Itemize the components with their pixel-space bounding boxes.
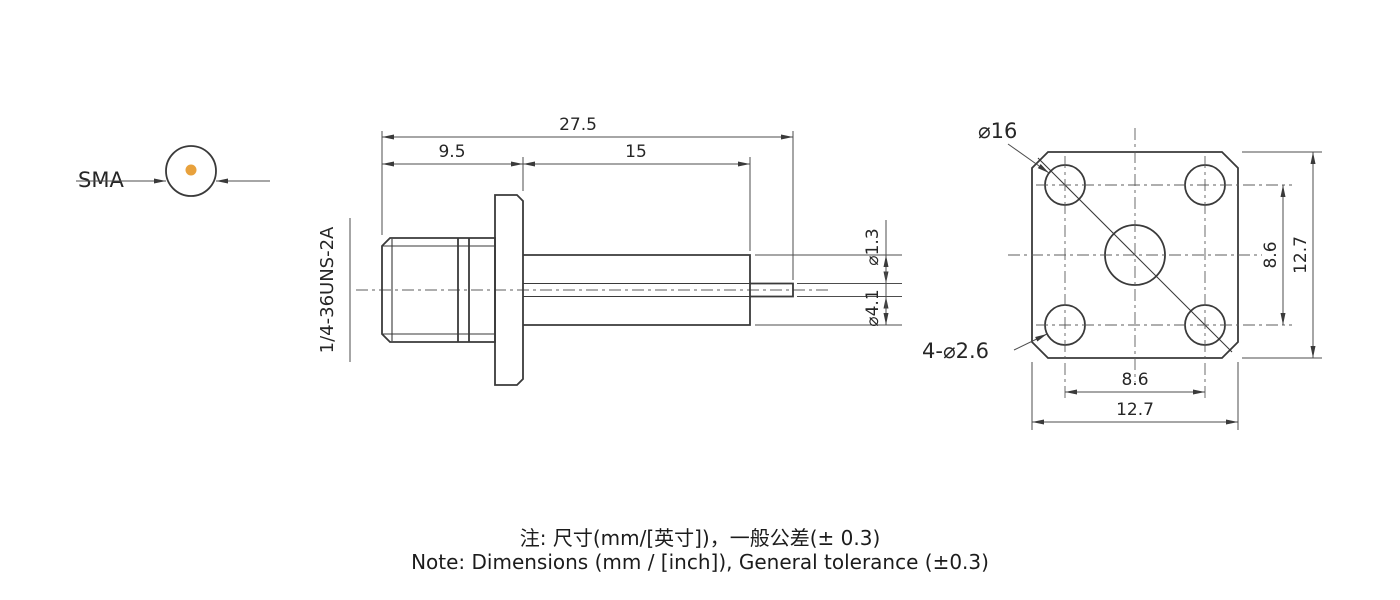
dim-body-diameter: ⌀4.1 xyxy=(863,289,883,326)
coax-center-dot xyxy=(185,164,197,176)
barrel-outline xyxy=(523,254,751,326)
dim-hole-spacing-vertical: 8.6 xyxy=(1261,241,1281,268)
sma-symbol: SMA xyxy=(76,145,270,197)
leader-line xyxy=(1013,333,1048,351)
side-view-dimensions: 27.5 9.5 15 1/4-36UNS-2A ⌀1.3 ⌀4.1 xyxy=(317,115,902,362)
pin-outline xyxy=(750,282,794,298)
front-view-dimensions: ⌀16 4-⌀2.6 8.6 12.7 8.6 12.7 xyxy=(922,119,1322,430)
note-line-2: Note: Dimensions (mm / [inch]), General … xyxy=(411,550,989,574)
sma-label: SMA xyxy=(78,168,124,192)
coax-symbol-circle xyxy=(165,145,217,197)
note-line-1: 注: 尺寸(mm/[英寸])，一般公差(± 0.3) xyxy=(519,526,881,550)
leader-line xyxy=(1007,143,1050,174)
side-view xyxy=(356,194,832,386)
thread-spec-label: 1/4-36UNS-2A xyxy=(317,226,338,353)
mounting-holes-label: 4-⌀2.6 xyxy=(922,339,989,363)
flange-outline xyxy=(1031,151,1239,359)
dim-flange-width: 12.7 xyxy=(1116,400,1154,420)
dim-front-length: 9.5 xyxy=(438,142,465,162)
dim-flange-diameter-label: ⌀16 xyxy=(978,119,1017,143)
dim-hole-spacing-horizontal: 8.6 xyxy=(1121,370,1148,390)
flange-side-outline xyxy=(494,194,524,386)
dim-flange-height: 12.7 xyxy=(1291,236,1311,274)
front-view xyxy=(1008,128,1292,400)
dim-overall-length: 27.5 xyxy=(559,115,597,135)
dim-pin-diameter: ⌀1.3 xyxy=(863,228,883,265)
dim-rear-length: 15 xyxy=(625,142,647,162)
